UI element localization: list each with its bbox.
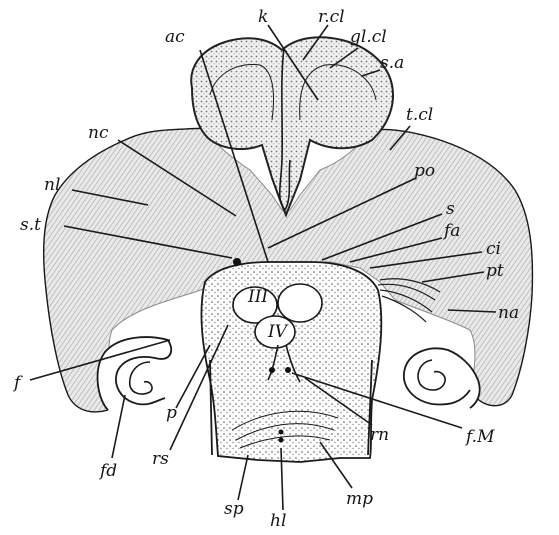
label-mp: mp (346, 489, 373, 509)
nucleus-hl-b (279, 438, 284, 443)
label-k: k (258, 7, 268, 27)
nucleus-fm-right (285, 367, 291, 373)
label-tcl: t.cl (406, 105, 433, 125)
label-nc: nc (88, 123, 109, 143)
fold-left-inner (130, 362, 152, 394)
label-st: s.t (20, 215, 41, 235)
label-pt: pt (486, 261, 504, 281)
label-rs: rs (152, 449, 169, 469)
label-sa: s.a (380, 53, 404, 73)
lobe-right (278, 284, 322, 322)
label-fd: fd (98, 461, 117, 481)
label-na: na (498, 303, 519, 323)
label-hl: hl (270, 511, 286, 531)
label-s: s (446, 199, 455, 219)
label-f: f (12, 373, 23, 393)
label-fa: fa (442, 221, 460, 241)
roman-numeral-iv: IV (267, 322, 289, 342)
label-po: po (414, 161, 435, 181)
label-sp: sp (224, 499, 244, 519)
leader-sp (238, 455, 248, 500)
nucleus-fm-left (269, 367, 275, 373)
label-p: p (166, 403, 177, 423)
roman-numeral-iii: III (247, 287, 268, 307)
label-glcl: gl.cl (350, 27, 387, 47)
label-nl: nl (44, 175, 60, 195)
nucleus-left (233, 258, 241, 266)
label-ci: ci (486, 239, 501, 259)
label-fM: f.M (464, 427, 495, 447)
nucleus-hl-a (279, 430, 284, 435)
label-rcl: r.cl (318, 7, 345, 27)
label-ac: ac (165, 27, 185, 47)
label-rn: rn (370, 425, 389, 445)
